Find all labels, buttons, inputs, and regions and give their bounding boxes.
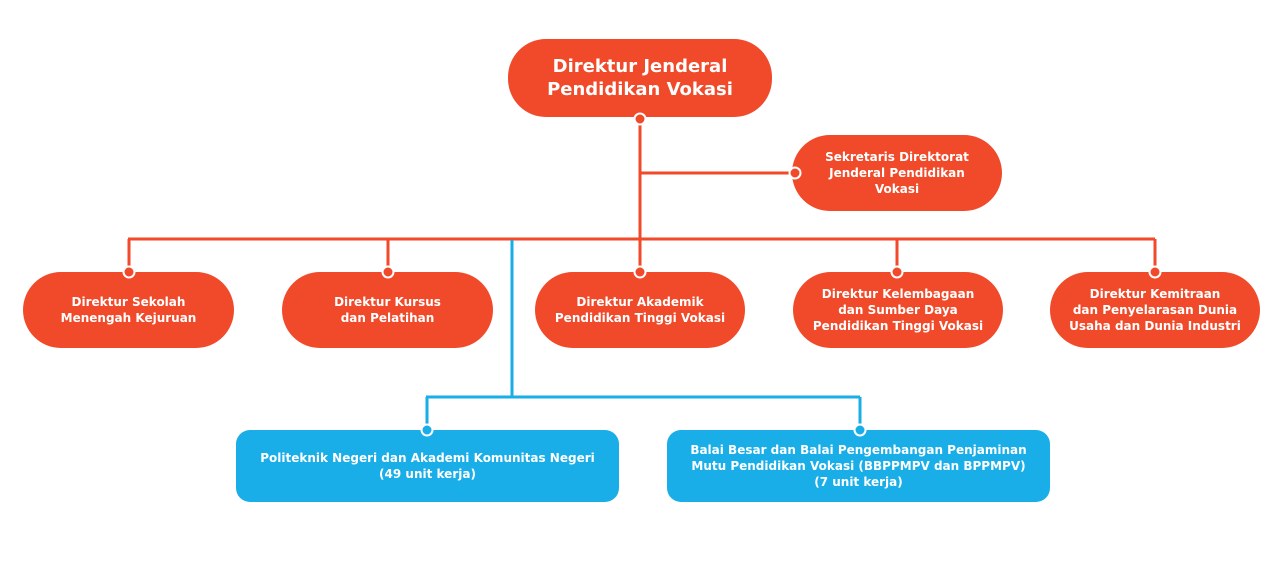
connector-dot: [633, 265, 647, 279]
node-director-kemitraan-label: Direktur Kemitraan dan Penyelarasan Duni…: [1069, 287, 1241, 333]
node-director-smk: Direktur Sekolah Menengah Kejuruan: [23, 272, 234, 348]
node-politeknik-label: Politeknik Negeri dan Akademi Komunitas …: [260, 451, 595, 481]
connector-dot: [381, 265, 395, 279]
connector-dot: [890, 265, 904, 279]
node-director-kemitraan: Direktur Kemitraan dan Penyelarasan Duni…: [1050, 272, 1260, 348]
node-director-kursus-label: Direktur Kursus dan Pelatihan: [334, 295, 441, 325]
connector-dot: [122, 265, 136, 279]
node-director-smk-label: Direktur Sekolah Menengah Kejuruan: [60, 295, 197, 325]
node-balai: Balai Besar dan Balai Pengembangan Penja…: [667, 430, 1050, 502]
node-director-kelembagaan: Direktur Kelembagaan dan Sumber Daya Pen…: [793, 272, 1003, 348]
connector-dot: [853, 423, 867, 437]
node-director-kelembagaan-label: Direktur Kelembagaan dan Sumber Daya Pen…: [812, 287, 984, 333]
node-secretary-label: Sekretaris Direktorat Jenderal Pendidika…: [825, 150, 969, 196]
node-balai-label: Balai Besar dan Balai Pengembangan Penja…: [690, 443, 1027, 489]
node-director-akademik-label: Direktur Akademik Pendidikan Tinggi Voka…: [554, 295, 726, 325]
node-director-kursus: Direktur Kursus dan Pelatihan: [282, 272, 493, 348]
connector-dot: [420, 423, 434, 437]
connector-dot: [1148, 265, 1162, 279]
node-director-general-label: Direktur Jenderal Pendidikan Vokasi: [547, 56, 733, 100]
node-secretary: Sekretaris Direktorat Jenderal Pendidika…: [792, 135, 1002, 211]
node-politeknik: Politeknik Negeri dan Akademi Komunitas …: [236, 430, 619, 502]
connector-dot: [633, 112, 647, 126]
node-director-akademik: Direktur Akademik Pendidikan Tinggi Voka…: [535, 272, 745, 348]
connector-dot: [788, 166, 802, 180]
node-director-general: Direktur Jenderal Pendidikan Vokasi: [508, 39, 772, 117]
